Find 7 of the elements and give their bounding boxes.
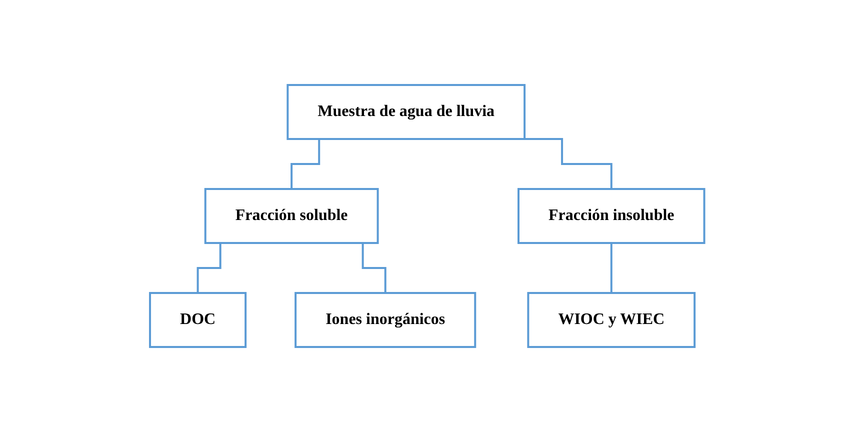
node-box: Fracción insoluble [518, 188, 706, 244]
node-box: Muestra de agua de lluvia [287, 84, 526, 140]
node-box: Fracción soluble [204, 188, 380, 244]
node-box: Iones inorgánicos [294, 292, 476, 348]
node-box: DOC [149, 292, 247, 348]
node-box: WIOC y WIEC [528, 292, 696, 348]
connector [610, 242, 613, 294]
